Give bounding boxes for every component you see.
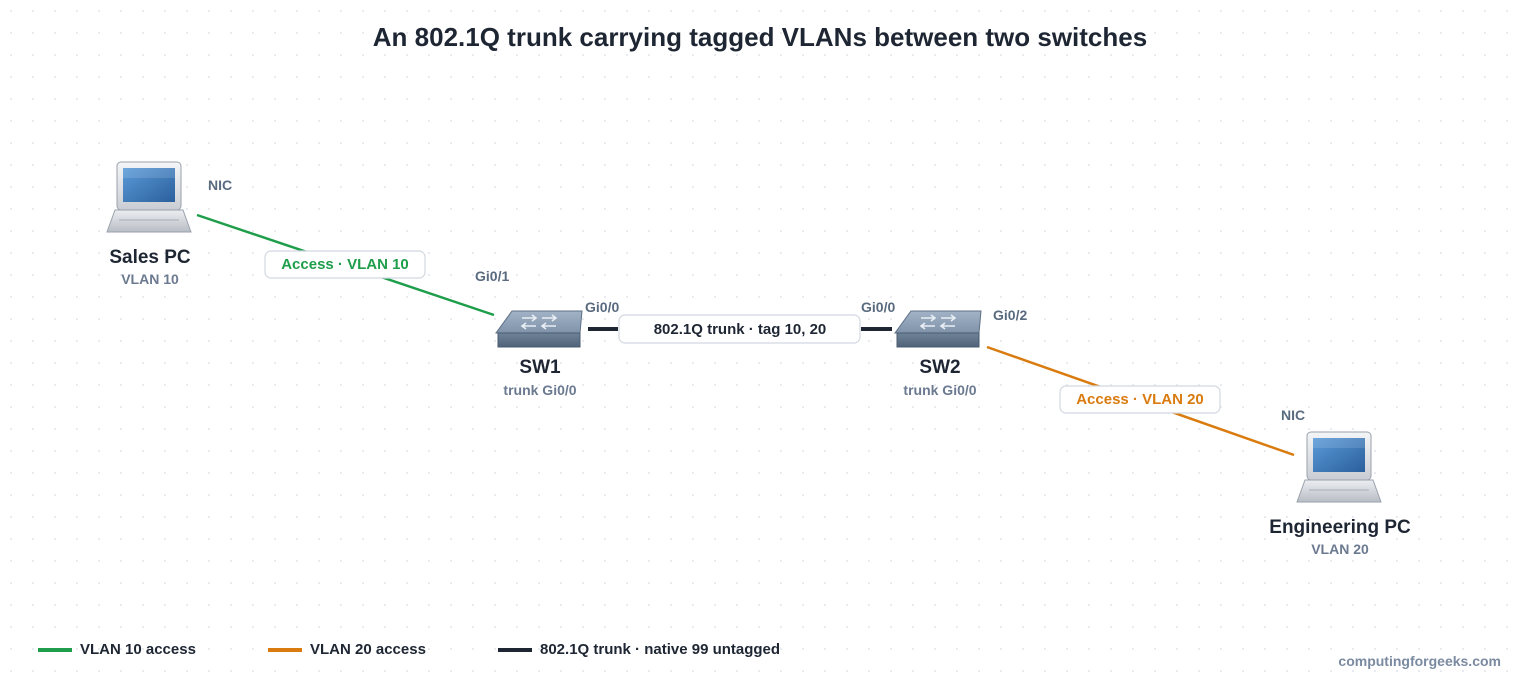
engineering-pc-label: Engineering PC xyxy=(1269,517,1411,538)
trunk-link-label-text: 802.1Q trunk · tag 10, 20 xyxy=(654,321,827,338)
legend-item-vlan10: VLAN 10 access xyxy=(38,641,196,658)
sw2-node[interactable]: Gi0/0 Gi0/2 SW2 trunk Gi0/0 xyxy=(861,299,1027,398)
engineering-pc-port-label: NIC xyxy=(1281,407,1305,423)
laptop-icon xyxy=(106,161,192,233)
vlan20-link-label-text: Access · VLAN 20 xyxy=(1076,391,1204,408)
sw2-trunk-port-label: Gi0/0 xyxy=(861,299,895,315)
sales-pc-vlan: VLAN 10 xyxy=(121,271,179,287)
sales-pc-label: Sales PC xyxy=(109,247,191,268)
switch-icon xyxy=(495,310,583,348)
laptop-icon xyxy=(1296,431,1382,503)
sw1-trunk-port-label: Gi0/0 xyxy=(585,299,619,315)
sw1-node[interactable]: Gi0/1 Gi0/0 SW1 trunk Gi0/0 xyxy=(475,268,619,398)
legend-item-vlan20: VLAN 20 access xyxy=(268,641,426,658)
site-credit: computingforgeeks.com xyxy=(1338,653,1501,669)
sw1-access-port-label: Gi0/1 xyxy=(475,268,509,284)
sw1-trunk-info: trunk Gi0/0 xyxy=(503,382,576,398)
trunk-link-label: 802.1Q trunk · tag 10, 20 xyxy=(618,314,861,344)
engineering-pc-node[interactable]: NIC Engineering PC VLAN 20 xyxy=(1269,407,1411,557)
engineering-pc-vlan: VLAN 20 xyxy=(1311,541,1369,557)
diagram-title: An 802.1Q trunk carrying tagged VLANs be… xyxy=(373,22,1147,52)
sales-pc-node[interactable]: NIC Sales PC VLAN 10 xyxy=(106,161,232,287)
legend-label-vlan10: VLAN 10 access xyxy=(80,641,196,658)
sw2-access-port-label: Gi0/2 xyxy=(993,307,1027,323)
sw2-label: SW2 xyxy=(919,357,960,378)
legend-item-trunk: 802.1Q trunk · native 99 untagged xyxy=(498,641,780,658)
legend-label-trunk: 802.1Q trunk · native 99 untagged xyxy=(540,641,780,658)
legend: VLAN 10 access VLAN 20 access 802.1Q tru… xyxy=(38,641,780,658)
vlan10-link-label-text: Access · VLAN 10 xyxy=(281,256,409,273)
sw2-trunk-info: trunk Gi0/0 xyxy=(903,382,976,398)
switch-icon xyxy=(894,310,982,348)
sw1-label: SW1 xyxy=(519,357,561,378)
vlan10-link-label: Access · VLAN 10 xyxy=(264,250,426,279)
legend-label-vlan20: VLAN 20 access xyxy=(310,641,426,658)
sales-pc-port-label: NIC xyxy=(208,177,232,193)
vlan20-link-label: Access · VLAN 20 xyxy=(1059,385,1221,414)
